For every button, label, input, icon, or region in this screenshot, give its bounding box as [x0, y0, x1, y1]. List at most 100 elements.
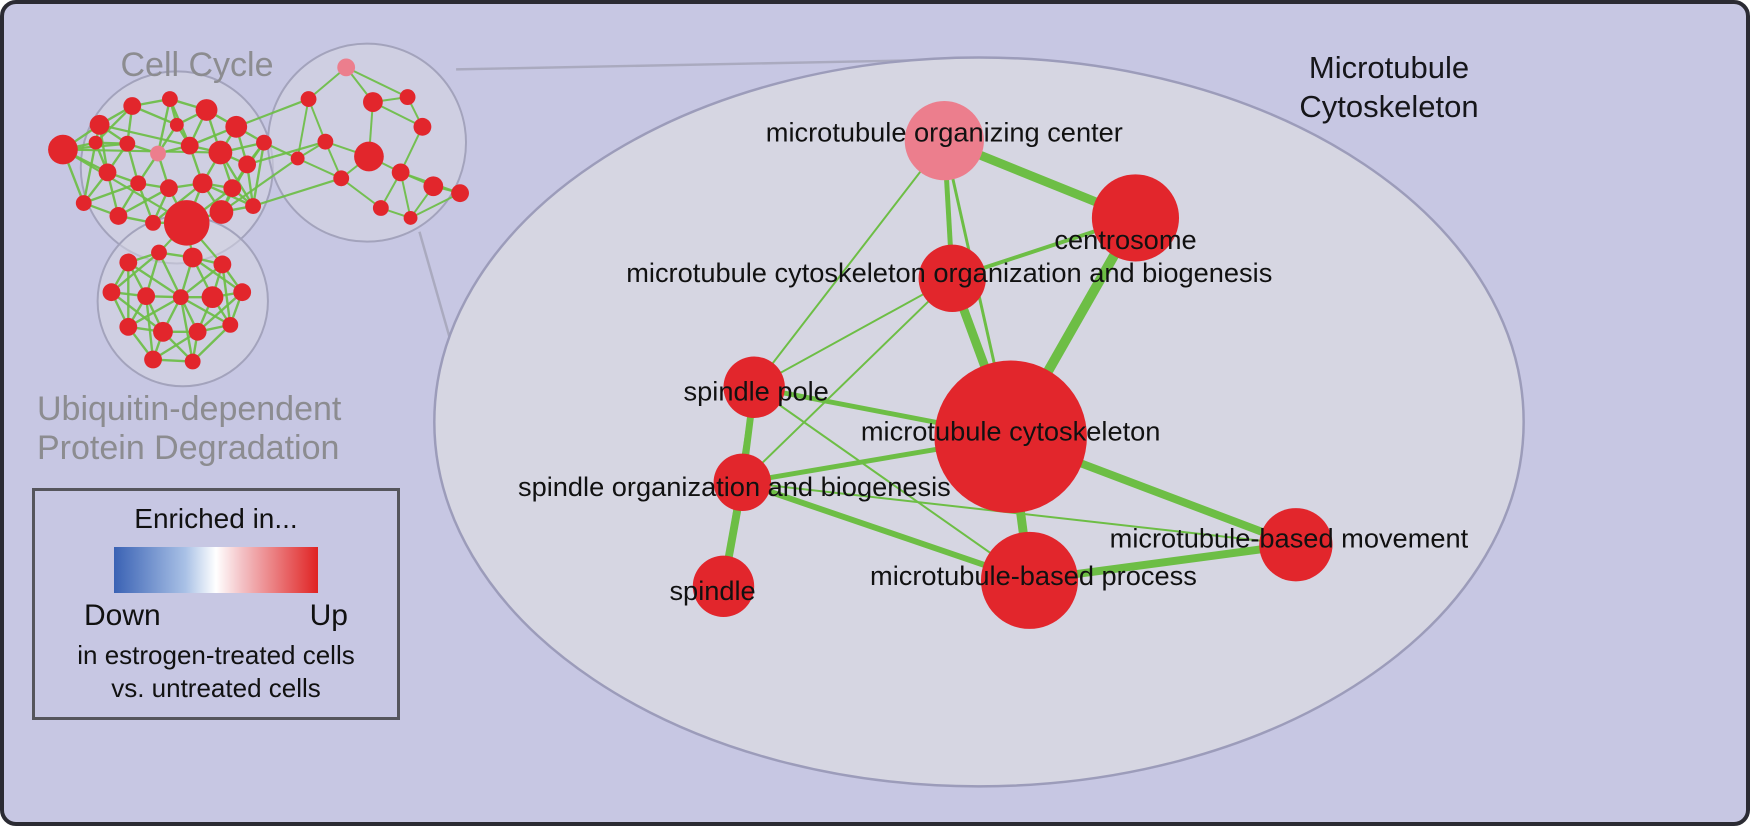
overview-node: [169, 117, 184, 132]
overview-bridge-edge: [62, 148, 188, 224]
overview-node: [238, 155, 257, 174]
overview-node: [98, 163, 117, 182]
network-node-spindle: [692, 555, 755, 618]
node-label-mt_process: microtubule-based process: [870, 560, 1197, 591]
overview-node: [119, 253, 138, 272]
network-node-spindle_org: [713, 453, 772, 512]
network-node-mt_movement: [1259, 508, 1333, 582]
overview-edge: [410, 192, 461, 219]
network-node-mt_process: [980, 531, 1079, 629]
overview-bridge-edge: [252, 177, 342, 208]
overview-node: [209, 200, 234, 224]
overview-node: [256, 134, 272, 151]
overview-node: [233, 283, 252, 302]
legend-caption-line1: in estrogen-treated cells: [77, 640, 355, 670]
cluster-label-cell-cycle: Cell Cycle: [120, 46, 274, 84]
network-edge-moc-spindle_pole: [753, 140, 946, 388]
overview-edge: [191, 324, 232, 363]
network-edge-mt_org-spindle_pole: [753, 277, 953, 389]
node-label-mt_org: microtubule cytoskeleton organization an…: [626, 257, 1272, 288]
cluster-label-ubiquitin-line1: Ubiquitin-dependent: [37, 390, 342, 428]
overview-edge: [110, 251, 160, 294]
overview-edge: [156, 98, 172, 154]
overview-node: [109, 207, 128, 225]
overview-node: [223, 179, 242, 198]
overview-node: [225, 115, 248, 138]
overview-node: [130, 175, 147, 192]
network-edge-spindle_org-mt_movement: [742, 481, 1296, 546]
overview-node: [153, 321, 173, 342]
node-label-spindle: spindle: [669, 575, 755, 606]
overview-edge: [127, 261, 182, 299]
overview-bridge-edge: [220, 157, 299, 213]
legend-down-label: Down: [84, 599, 161, 632]
overview-edge: [127, 296, 182, 328]
overview-bridge-edge: [246, 140, 326, 166]
overview-edge: [179, 296, 194, 362]
overview-node: [119, 317, 138, 336]
legend-up-label: Up: [309, 599, 348, 632]
legend-caption-line2: vs. untreated cells: [111, 673, 321, 703]
overview-node: [88, 135, 103, 150]
cluster-label-ubiquitin: Ubiquitin-dependent Protein Degradation: [37, 390, 341, 468]
overview-edge: [157, 252, 182, 298]
overview-node: [300, 91, 317, 107]
overview-edge: [117, 187, 170, 217]
overview-node: [245, 198, 262, 214]
overview-node: [195, 99, 218, 121]
overview-bridge-edge: [235, 98, 309, 128]
overview-node: [201, 286, 224, 309]
overview-node: [423, 176, 444, 197]
overview-node: [337, 58, 356, 77]
legend-box: Enriched in... Down Up in estrogen-treat…: [32, 488, 400, 720]
overview-edge: [180, 296, 231, 326]
overview-node: [184, 353, 201, 370]
node-label-moc: microtubule organizing center: [766, 116, 1123, 147]
network-node-spindle_pole: [723, 356, 785, 418]
overview-node: [399, 89, 416, 106]
overview-node: [48, 134, 78, 165]
network-edge-spindle_org-mt_process: [741, 479, 1031, 584]
cluster-label-ubiquitin-line2: Protein Degradation: [37, 429, 340, 467]
overview-node: [151, 244, 167, 261]
overview-edge: [297, 157, 342, 180]
overview-node: [451, 184, 469, 203]
network-node-centrosome: [1091, 174, 1180, 262]
node-label-mt_movement: microtubule-based movement: [1110, 522, 1469, 553]
overview-node: [150, 145, 166, 162]
overview-edge: [191, 256, 243, 294]
overview-node: [161, 91, 178, 107]
overview-node: [317, 133, 334, 150]
overview-node: [102, 283, 121, 302]
overview-node: [137, 287, 156, 306]
overview-node: [123, 97, 142, 115]
network-node-mt_cyto: [934, 360, 1087, 514]
overview-node: [89, 114, 110, 135]
zoom-cluster-title-line2: Cytoskeleton: [1299, 89, 1479, 124]
overview-node: [144, 350, 162, 369]
overview-edge: [82, 142, 97, 204]
overview-node: [354, 141, 384, 172]
node-label-spindle_org: spindle organization and biogenesis: [518, 471, 951, 502]
overview-edge: [340, 177, 382, 209]
zoom-cluster-title: Microtubule Cytoskeleton: [1299, 48, 1478, 126]
overview-node: [413, 117, 432, 136]
overview-node: [222, 316, 239, 333]
node-label-spindle_pole: spindle pole: [684, 376, 829, 407]
overview-node: [403, 210, 418, 225]
network-node-mt_org: [918, 244, 986, 312]
overview-node: [75, 195, 92, 211]
overview-bridge-edge: [99, 123, 190, 147]
zoom-cluster-title-line1: Microtubule: [1308, 50, 1470, 85]
overview-node: [159, 179, 178, 198]
overview-node: [119, 135, 136, 152]
legend-caption: in estrogen-treated cells vs. untreated …: [35, 639, 397, 705]
overview-node: [180, 136, 199, 155]
overview-edge: [251, 142, 266, 207]
overview-node: [363, 92, 383, 112]
network-edge-spindle_pole-mt_process: [753, 386, 1031, 582]
overview-edge: [83, 182, 139, 205]
overview-node: [290, 151, 305, 166]
overview-node: [208, 140, 233, 165]
